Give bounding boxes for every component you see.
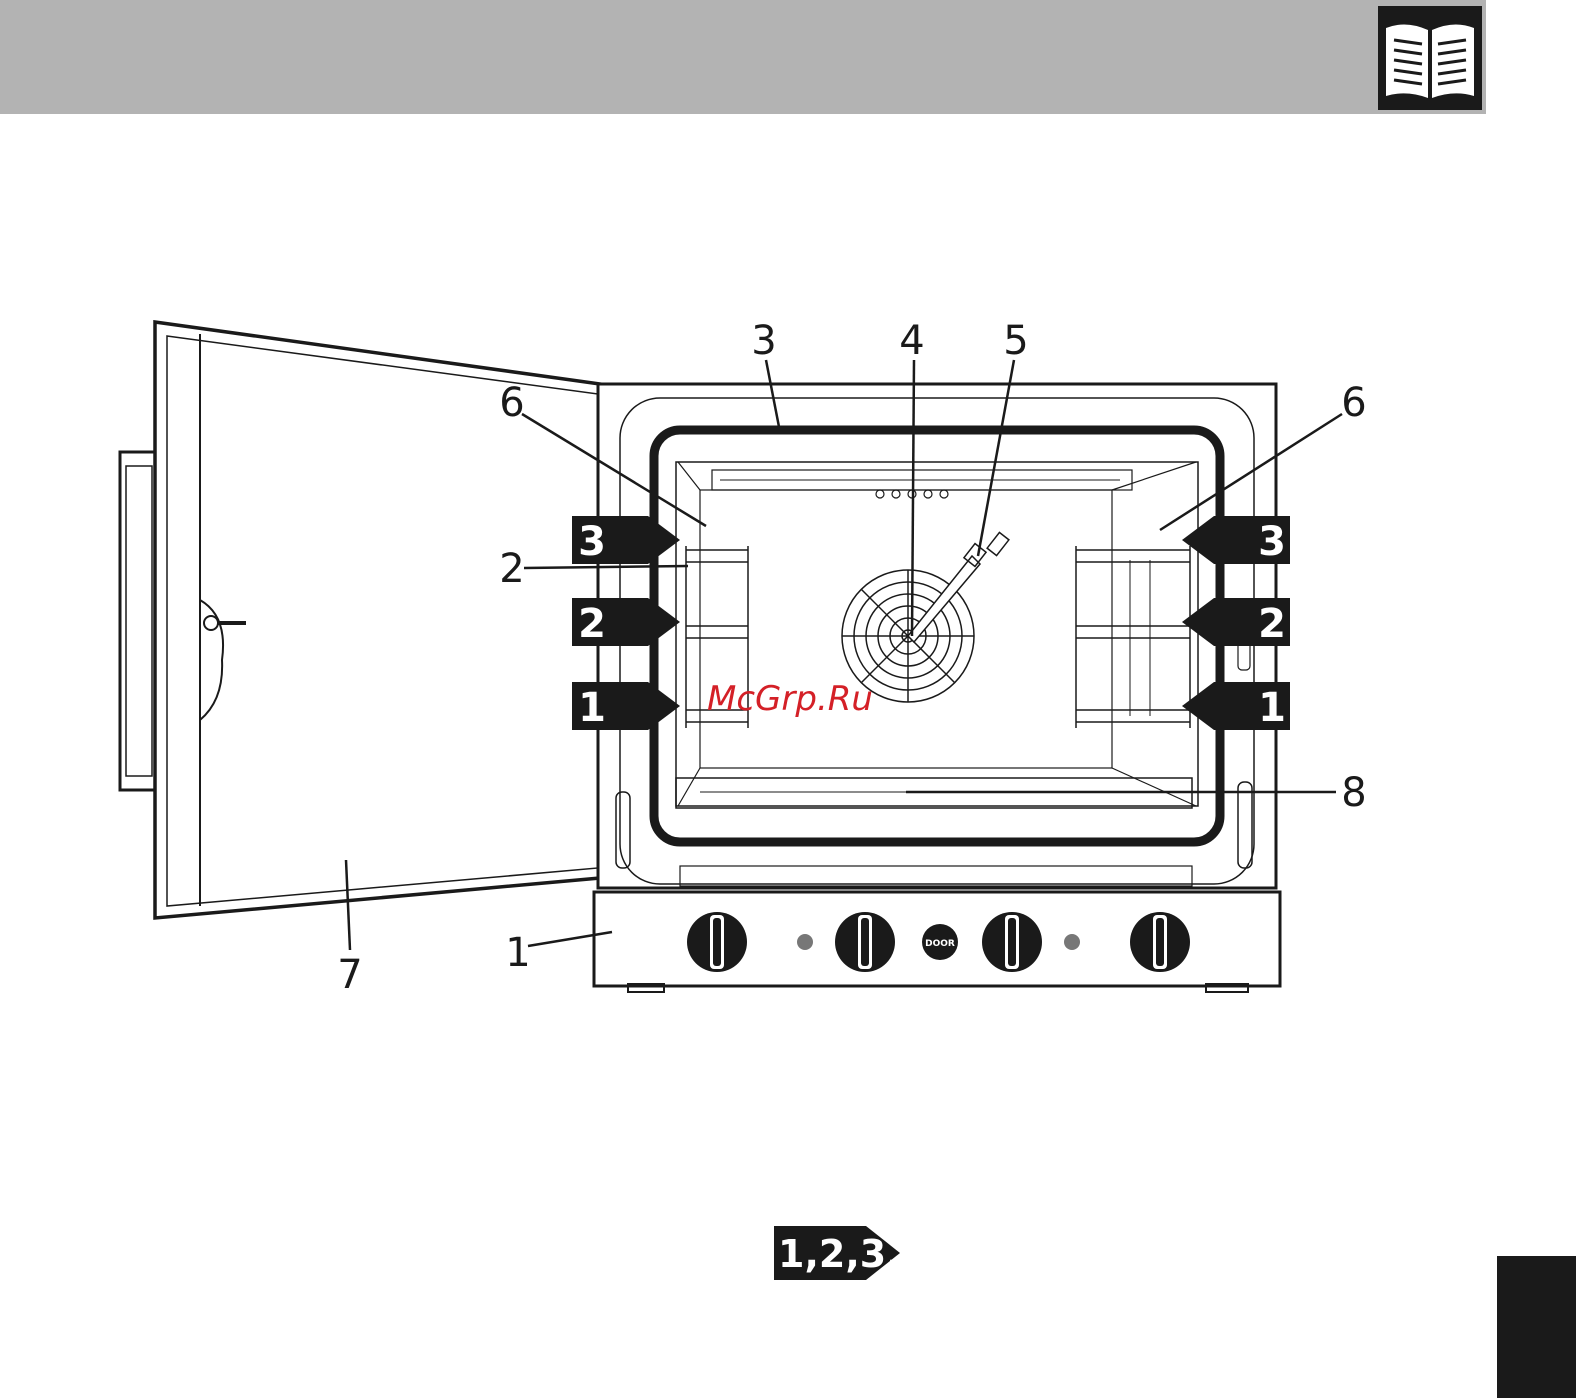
knob-temperature[interactable] — [835, 912, 895, 972]
door-button[interactable]: DOOR — [922, 924, 958, 960]
svg-text:2: 2 — [578, 601, 606, 647]
callout-4: 4 — [899, 318, 924, 364]
svg-text:2: 2 — [1258, 601, 1286, 647]
knob-timer[interactable] — [1130, 912, 1190, 972]
sequence-marker-text: 1,2,3.. — [778, 1232, 915, 1276]
callout-5: 5 — [1003, 318, 1028, 364]
callout-6-left: 6 — [499, 380, 524, 426]
knob-1[interactable] — [687, 912, 747, 972]
indicator-light-2 — [1064, 934, 1080, 950]
watermark: McGrp.Ru — [707, 679, 873, 719]
callout-2: 2 — [499, 546, 524, 592]
callout-8: 8 — [1341, 770, 1366, 816]
svg-text:1: 1 — [1258, 685, 1286, 731]
sequence-marker: 1,2,3.. — [774, 1226, 915, 1280]
svg-text:3: 3 — [1258, 519, 1286, 565]
callout-7: 7 — [337, 952, 362, 998]
door-button-label: DOOR — [925, 939, 955, 949]
indicator-light-1 — [797, 934, 813, 950]
svg-text:1: 1 — [578, 685, 606, 731]
callout-6-right: 6 — [1341, 380, 1366, 426]
svg-text:3: 3 — [578, 519, 606, 565]
knob-3[interactable] — [982, 912, 1042, 972]
oven-door — [120, 322, 600, 918]
callout-1: 1 — [505, 930, 530, 976]
callout-3: 3 — [751, 318, 776, 364]
